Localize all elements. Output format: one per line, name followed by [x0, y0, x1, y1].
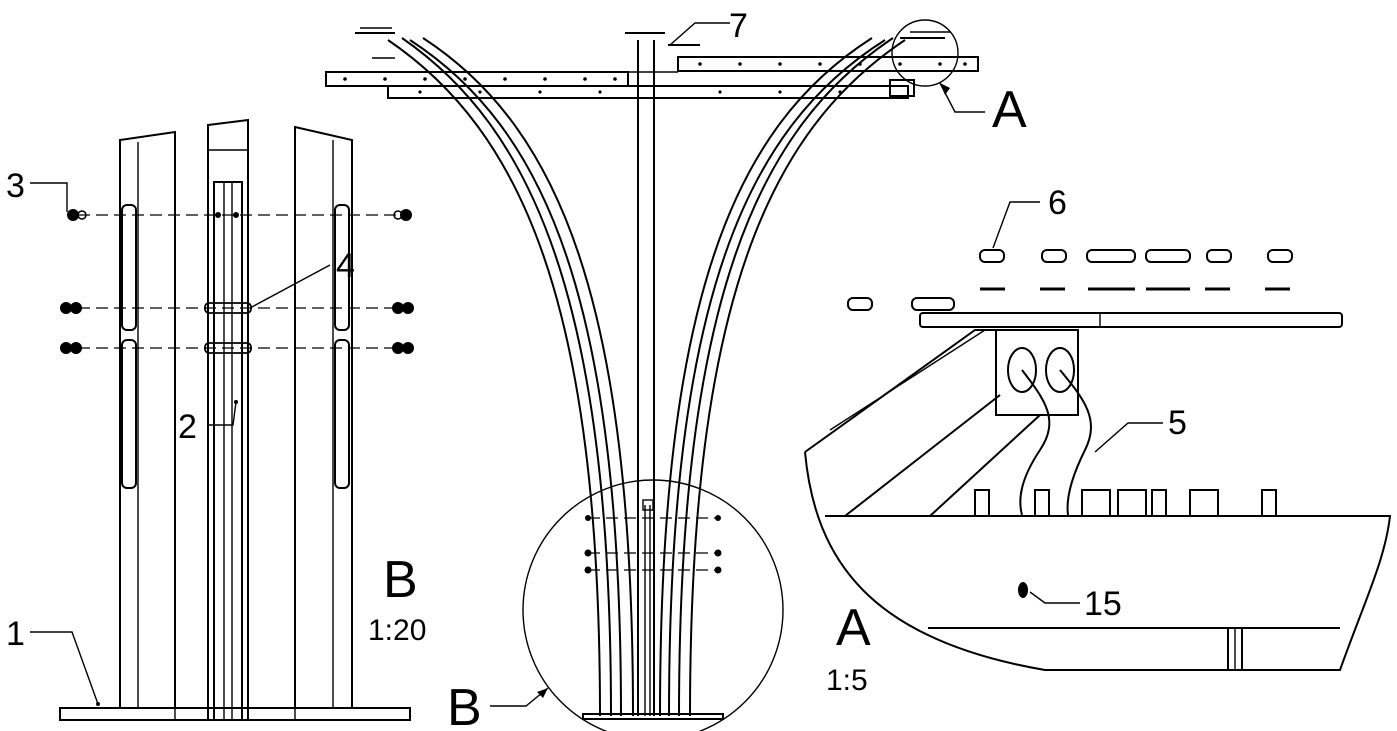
mark-15: [1018, 582, 1028, 598]
callout-7: 7: [729, 7, 748, 45]
detail-b-letter: B: [383, 551, 418, 609]
callout-2: 2: [178, 408, 197, 446]
callout-4: 4: [336, 247, 355, 285]
detail-a-scale: 1:5: [826, 664, 868, 697]
left-column: [119, 130, 176, 708]
detail-a-view: 6 5 15 A 1:5: [804, 184, 1392, 697]
left-curved-arm: [387, 37, 634, 717]
detail-b-view: 3 4 2 1 B 1:20: [6, 118, 426, 721]
callout-3: 3: [6, 167, 25, 205]
callout-1: 1: [6, 615, 25, 653]
centre-column: [207, 118, 249, 721]
detail-a-letter: A: [836, 599, 871, 657]
central-post: [637, 40, 655, 716]
callout-5: 5: [1168, 404, 1187, 442]
right-column: [294, 125, 353, 708]
base-plate: [59, 707, 411, 721]
detail-a-marker: A: [992, 81, 1027, 139]
detail-a-circle: [891, 19, 959, 87]
detail-b-scale: 1:20: [368, 614, 426, 647]
main-structure-view: 7 A B: [325, 7, 1027, 731]
callout-6: 6: [1048, 184, 1067, 222]
callout-15: 15: [1084, 585, 1122, 623]
detail-b-circle: [522, 479, 784, 731]
bolt-group: [60, 209, 414, 354]
detail-b-marker: B: [447, 679, 482, 731]
right-curved-arm: [659, 37, 906, 717]
